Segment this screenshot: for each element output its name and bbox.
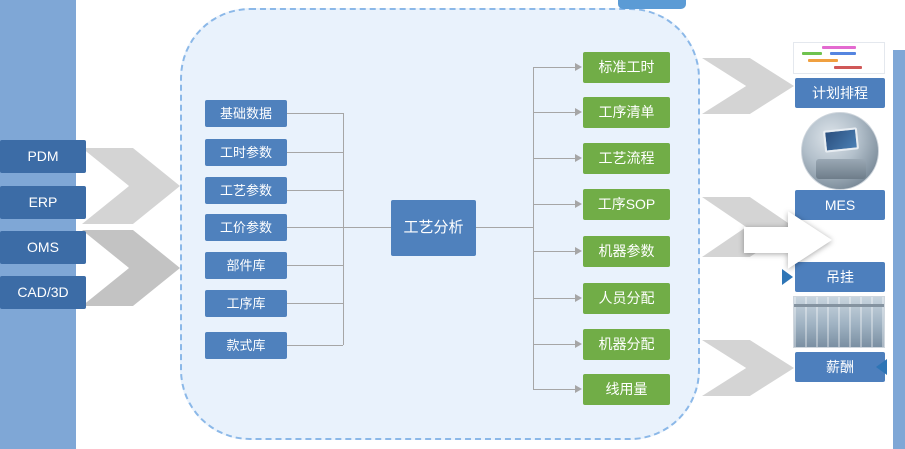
arrowhead-icon: [575, 385, 582, 393]
target-box-payroll: 薪酬: [795, 352, 885, 382]
output-bus-line: [533, 67, 534, 389]
input-box-style-lib: 款式库: [205, 332, 287, 359]
arrowhead-icon: [575, 154, 582, 162]
connector-line: [533, 298, 575, 299]
target-box-hanging: 吊挂: [795, 262, 885, 292]
output-box-staff-allocation: 人员分配: [583, 283, 670, 314]
blue-arrow-left-icon: [876, 359, 887, 375]
connector-line: [533, 158, 575, 159]
arrowhead-icon: [575, 294, 582, 302]
flow-arrow-left-top-icon: [82, 148, 180, 224]
output-box-standard-hours: 标准工时: [583, 52, 670, 83]
output-box-thread-usage: 线用量: [583, 374, 670, 405]
input-bus-line: [343, 113, 344, 345]
arrowhead-icon: [575, 108, 582, 116]
connector-line: [533, 251, 575, 252]
source-box-oms: OMS: [0, 231, 86, 264]
output-box-operation-sop: 工序SOP: [583, 189, 670, 220]
connector-line: [287, 345, 343, 346]
flow-arrow-left-bottom-icon: [82, 230, 180, 306]
output-box-process-flow: 工艺流程: [583, 143, 670, 174]
source-box-cad3d: CAD/3D: [0, 276, 86, 309]
blue-arrow-right-icon: [782, 269, 793, 285]
connector-line: [343, 227, 391, 228]
connector-line: [287, 227, 343, 228]
output-box-machine-allocation: 机器分配: [583, 329, 670, 360]
input-box-operation-lib: 工序库: [205, 290, 287, 317]
input-box-process-params: 工艺参数: [205, 177, 287, 204]
right-strip: [893, 50, 905, 449]
input-box-basic-data: 基础数据: [205, 100, 287, 127]
machine-photo: [801, 112, 879, 190]
connector-line: [533, 67, 575, 68]
connector-line: [533, 344, 575, 345]
analysis-box: 工艺分析: [391, 200, 476, 256]
connector-line: [533, 204, 575, 205]
machine-screen: [822, 127, 860, 153]
gantt-thumbnail: [793, 42, 885, 74]
workshop-rail: [794, 304, 884, 307]
output-box-operation-list: 工序清单: [583, 97, 670, 128]
arrowhead-icon: [575, 340, 582, 348]
arrowhead-icon: [575, 200, 582, 208]
decorative-bar: [618, 0, 686, 9]
flow-arrow-right-bottom-icon: [702, 340, 794, 396]
target-box-mes: MES: [795, 190, 885, 220]
left-strip: [0, 0, 76, 449]
connector-line: [476, 227, 533, 228]
machine-base: [816, 159, 866, 179]
connector-line: [287, 152, 343, 153]
connector-line: [533, 112, 575, 113]
source-box-pdm: PDM: [0, 140, 86, 173]
source-box-erp: ERP: [0, 186, 86, 219]
flow-arrow-right-top-icon: [702, 58, 794, 114]
arrowhead-icon: [575, 63, 582, 71]
input-box-component-lib: 部件库: [205, 252, 287, 279]
connector-line: [287, 303, 343, 304]
arrowhead-icon: [575, 247, 582, 255]
input-box-price-params: 工价参数: [205, 214, 287, 241]
connector-line: [533, 389, 575, 390]
input-box-hour-params: 工时参数: [205, 139, 287, 166]
workshop-photo: [793, 296, 885, 348]
output-box-machine-params: 机器参数: [583, 236, 670, 267]
target-box-scheduling: 计划排程: [795, 78, 885, 108]
white-flow-arrow-icon: [744, 204, 832, 276]
connector-line: [287, 190, 343, 191]
connector-line: [287, 113, 343, 114]
connector-line: [287, 265, 343, 266]
